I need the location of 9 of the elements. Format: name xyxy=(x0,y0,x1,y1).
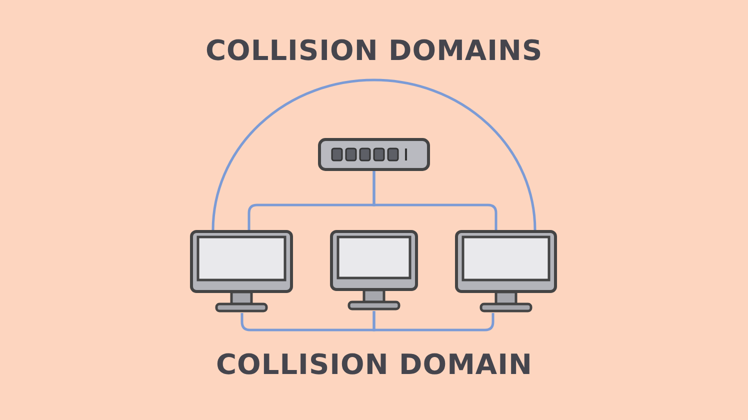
network-cable xyxy=(240,311,376,332)
caption-label: COLLISION DOMAIN xyxy=(216,348,532,381)
computer-monitor-drawing xyxy=(190,230,293,313)
computer-monitor-drawing xyxy=(330,230,418,311)
network-switch-drawing xyxy=(318,138,430,171)
diagram-title: COLLISION DOMAINS xyxy=(206,34,543,67)
computer-monitor-drawing xyxy=(455,230,557,313)
network-cable xyxy=(212,79,536,230)
network-cable xyxy=(372,171,498,230)
